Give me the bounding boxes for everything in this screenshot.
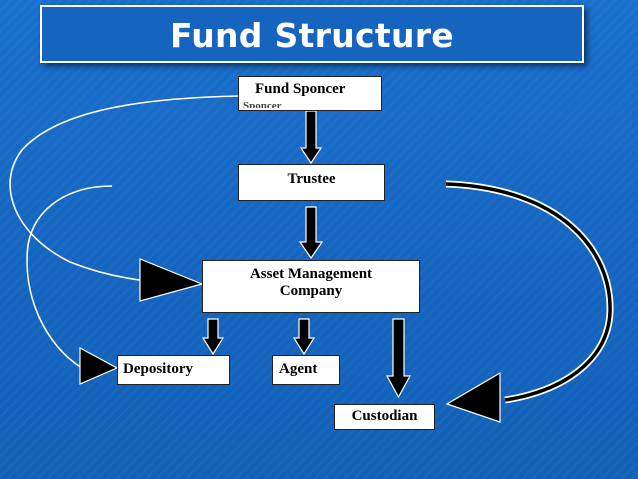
node-asset-management-company: Asset Management Company bbox=[202, 260, 420, 313]
node-fund-sponsor: Fund Sponcer Sponcer bbox=[238, 76, 382, 111]
node-agent: Agent bbox=[272, 355, 340, 385]
curve-trustee-to-custodian bbox=[445, 182, 612, 402]
curve-trustee-to-custodian-outline bbox=[445, 180, 614, 404]
node-trustee-label: Trustee bbox=[287, 171, 336, 187]
curve-to-depository bbox=[26, 185, 113, 369]
node-depository-label: Depository bbox=[123, 361, 193, 377]
overlapping-text-fragment: Sponcer bbox=[243, 100, 282, 108]
node-amc-label-line1: Asset Management bbox=[249, 266, 373, 282]
node-agent-label: Agent bbox=[279, 361, 318, 377]
node-trustee: Trustee bbox=[238, 164, 385, 201]
node-fund-sponsor-label: Fund Sponcer bbox=[255, 81, 346, 97]
arrow-amc-to-agent bbox=[292, 318, 316, 356]
arrowhead-to-amc bbox=[139, 258, 204, 302]
arrow-amc-to-depository bbox=[201, 318, 225, 356]
arrowhead-to-custodian bbox=[445, 371, 501, 423]
arrow-trustee-to-amc bbox=[298, 206, 324, 260]
node-custodian: Custodian bbox=[334, 404, 435, 430]
curve-sponsor-to-amc bbox=[9, 95, 239, 282]
slide-title: Fund Structure bbox=[170, 16, 454, 55]
node-amc-label-line2: Company bbox=[279, 283, 343, 299]
node-custodian-label: Custodian bbox=[351, 408, 418, 424]
title-bar: Fund Structure bbox=[40, 5, 584, 63]
node-depository: Depository bbox=[117, 355, 230, 385]
arrow-amc-to-custodian bbox=[385, 318, 412, 399]
arrowhead-to-depository bbox=[79, 346, 119, 385]
arrow-sponsor-to-trustee bbox=[299, 110, 323, 165]
